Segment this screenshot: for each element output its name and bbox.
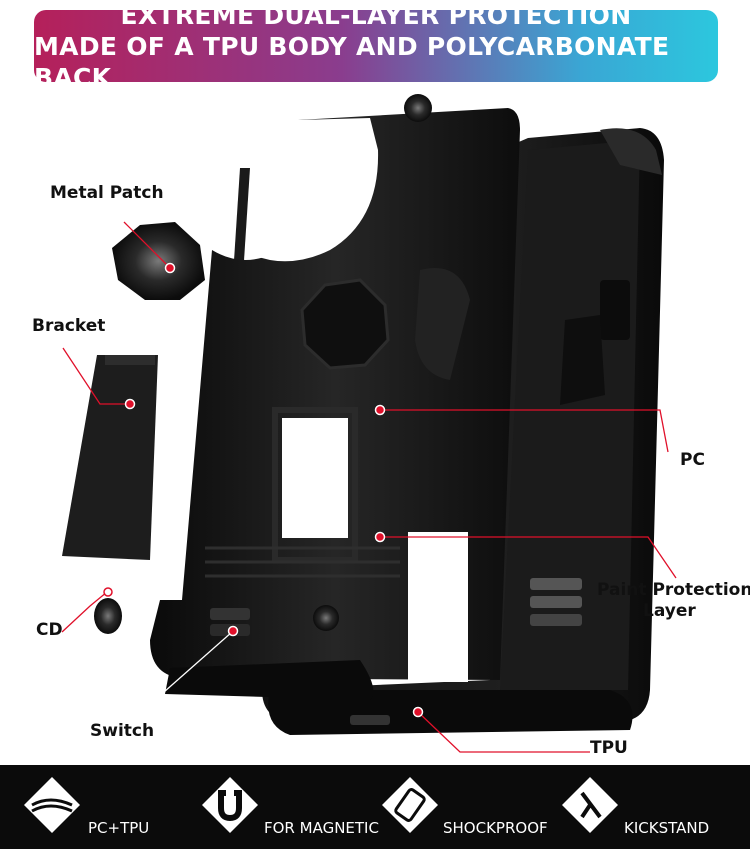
banner-title-line-1: EXTREME DUAL-LAYER PROTECTION xyxy=(120,0,632,30)
shield-phone-icon xyxy=(382,777,438,833)
feature-for-magnetic-label: FOR MAGNETIC xyxy=(264,819,379,837)
callout-tpu: TPU xyxy=(590,738,628,758)
bracket xyxy=(62,355,158,560)
callout-metal-patch: Metal Patch xyxy=(50,183,164,203)
cd-disc xyxy=(94,598,122,634)
callout-cd: CD xyxy=(36,620,63,640)
leader-lines xyxy=(61,221,677,753)
metal-patch xyxy=(112,222,205,300)
feature-shockproof-label: SHOCKPROOF xyxy=(443,819,548,837)
layers-icon xyxy=(24,777,80,833)
callout-pc: PC xyxy=(680,450,705,470)
exploded-case-illustration xyxy=(61,94,677,753)
tpu-case xyxy=(262,128,664,735)
pc-shell xyxy=(150,94,520,700)
feature-pc-tpu-label: PC+TPU xyxy=(88,819,150,837)
feature-bar: PC+TPU FOR MAGNETIC SHOCKPROOF KICKSTAND xyxy=(0,765,750,849)
callout-paint-protection-layer: Layer xyxy=(643,601,696,621)
callout-bracket: Bracket xyxy=(32,316,106,336)
banner-title-line-2: MADE OF A TPU BODY AND POLYCARBONATE BAC… xyxy=(34,31,670,92)
feature-kickstand-label: KICKSTAND xyxy=(624,819,710,837)
callout-switch: Switch xyxy=(90,721,155,741)
kickstand-icon xyxy=(562,777,618,833)
callout-dots xyxy=(124,262,424,718)
magnet-icon xyxy=(202,777,258,833)
header-banner: EXTREME DUAL-LAYER PROTECTION MADE OF A … xyxy=(34,1,718,92)
callout-paint-protection: Paint Protection xyxy=(597,580,750,600)
